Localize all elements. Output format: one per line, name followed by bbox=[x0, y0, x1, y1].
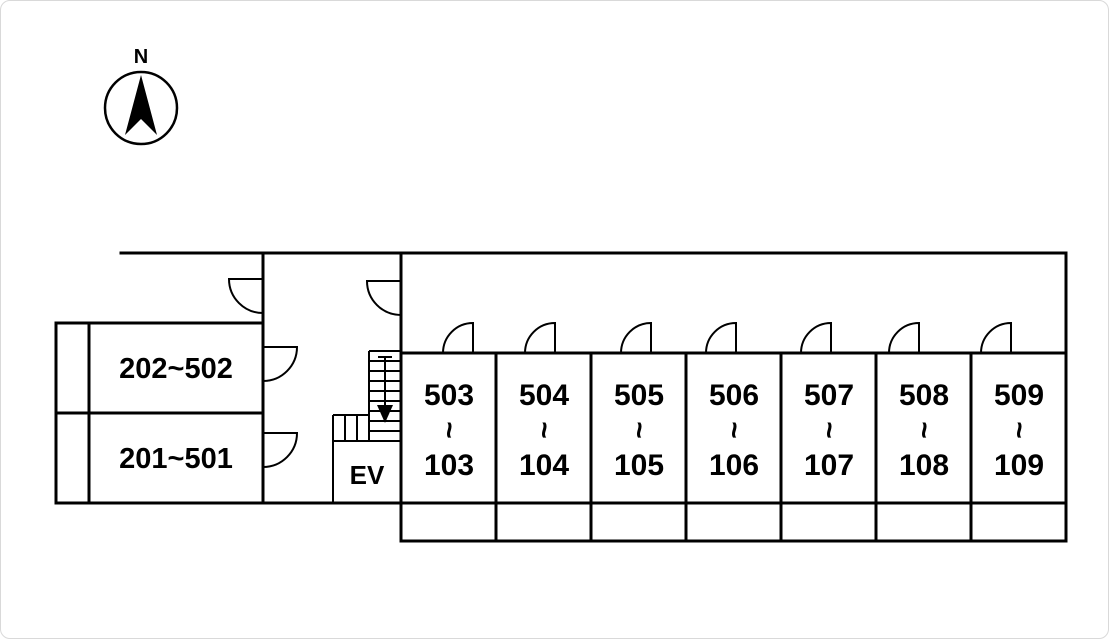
door-arc bbox=[262, 432, 299, 469]
door-arc bbox=[441, 321, 474, 354]
room-upper-number: 503 bbox=[424, 379, 474, 412]
left-wing-labels: 202~502 201~501 bbox=[119, 353, 233, 475]
door-arc bbox=[227, 278, 264, 315]
room-lower-number: 104 bbox=[519, 449, 569, 482]
door-arc bbox=[365, 280, 402, 317]
room-label-504: 504 ~ 104 bbox=[519, 379, 569, 482]
compass-north-label: N bbox=[134, 46, 148, 68]
compass-circle bbox=[103, 70, 179, 146]
room-lower-number: 108 bbox=[899, 449, 949, 482]
staircase bbox=[332, 350, 401, 503]
door-arc bbox=[799, 321, 832, 354]
room-range-connector: ~ bbox=[528, 421, 561, 439]
stair-structure bbox=[332, 351, 401, 503]
room-label-505: 505 ~ 105 bbox=[614, 379, 664, 482]
room-upper-number: 504 bbox=[519, 379, 569, 412]
room-range-connector: ~ bbox=[718, 421, 751, 439]
stair-down-arrow-head bbox=[377, 405, 393, 423]
room-label-508: 508 ~ 108 bbox=[899, 379, 949, 482]
room-range-connector: ~ bbox=[908, 421, 941, 439]
door-arc bbox=[262, 346, 299, 383]
door-arc bbox=[979, 321, 1012, 354]
door-arcs bbox=[227, 278, 1012, 469]
room-upper-number: 505 bbox=[614, 379, 664, 412]
room-label-507: 507 ~ 107 bbox=[804, 379, 854, 482]
room-upper-number: 509 bbox=[994, 379, 1044, 412]
room-range-connector: ~ bbox=[813, 421, 846, 439]
stair-down-arrow-shaft bbox=[378, 356, 392, 407]
room-range-connector: ~ bbox=[1003, 421, 1036, 439]
door-arc bbox=[704, 321, 737, 354]
room-lower-number: 106 bbox=[709, 449, 759, 482]
room-label-509: 509 ~ 109 bbox=[994, 379, 1044, 482]
room-lower-number: 105 bbox=[614, 449, 664, 482]
room-upper-number: 506 bbox=[709, 379, 759, 412]
room-range-connector: ~ bbox=[433, 421, 466, 439]
room-range-label: 202~502 bbox=[119, 353, 233, 385]
room-label-506: 506 ~ 106 bbox=[709, 379, 759, 482]
north-arrow-icon bbox=[125, 75, 157, 135]
room-upper-number: 507 bbox=[804, 379, 854, 412]
elevator-label: EV bbox=[350, 460, 385, 490]
room-range-label: 201~501 bbox=[119, 443, 233, 475]
north-compass: N bbox=[103, 46, 179, 146]
room-label-503: 503 ~ 103 bbox=[424, 379, 474, 482]
door-arc bbox=[887, 321, 920, 354]
room-lower-number: 107 bbox=[804, 449, 854, 482]
room-upper-number: 508 bbox=[899, 379, 949, 412]
room-range-connector: ~ bbox=[623, 421, 656, 439]
room-lower-number: 109 bbox=[994, 449, 1044, 482]
door-arc bbox=[619, 321, 652, 354]
room-lower-number: 103 bbox=[424, 449, 474, 482]
door-arc bbox=[523, 321, 556, 354]
